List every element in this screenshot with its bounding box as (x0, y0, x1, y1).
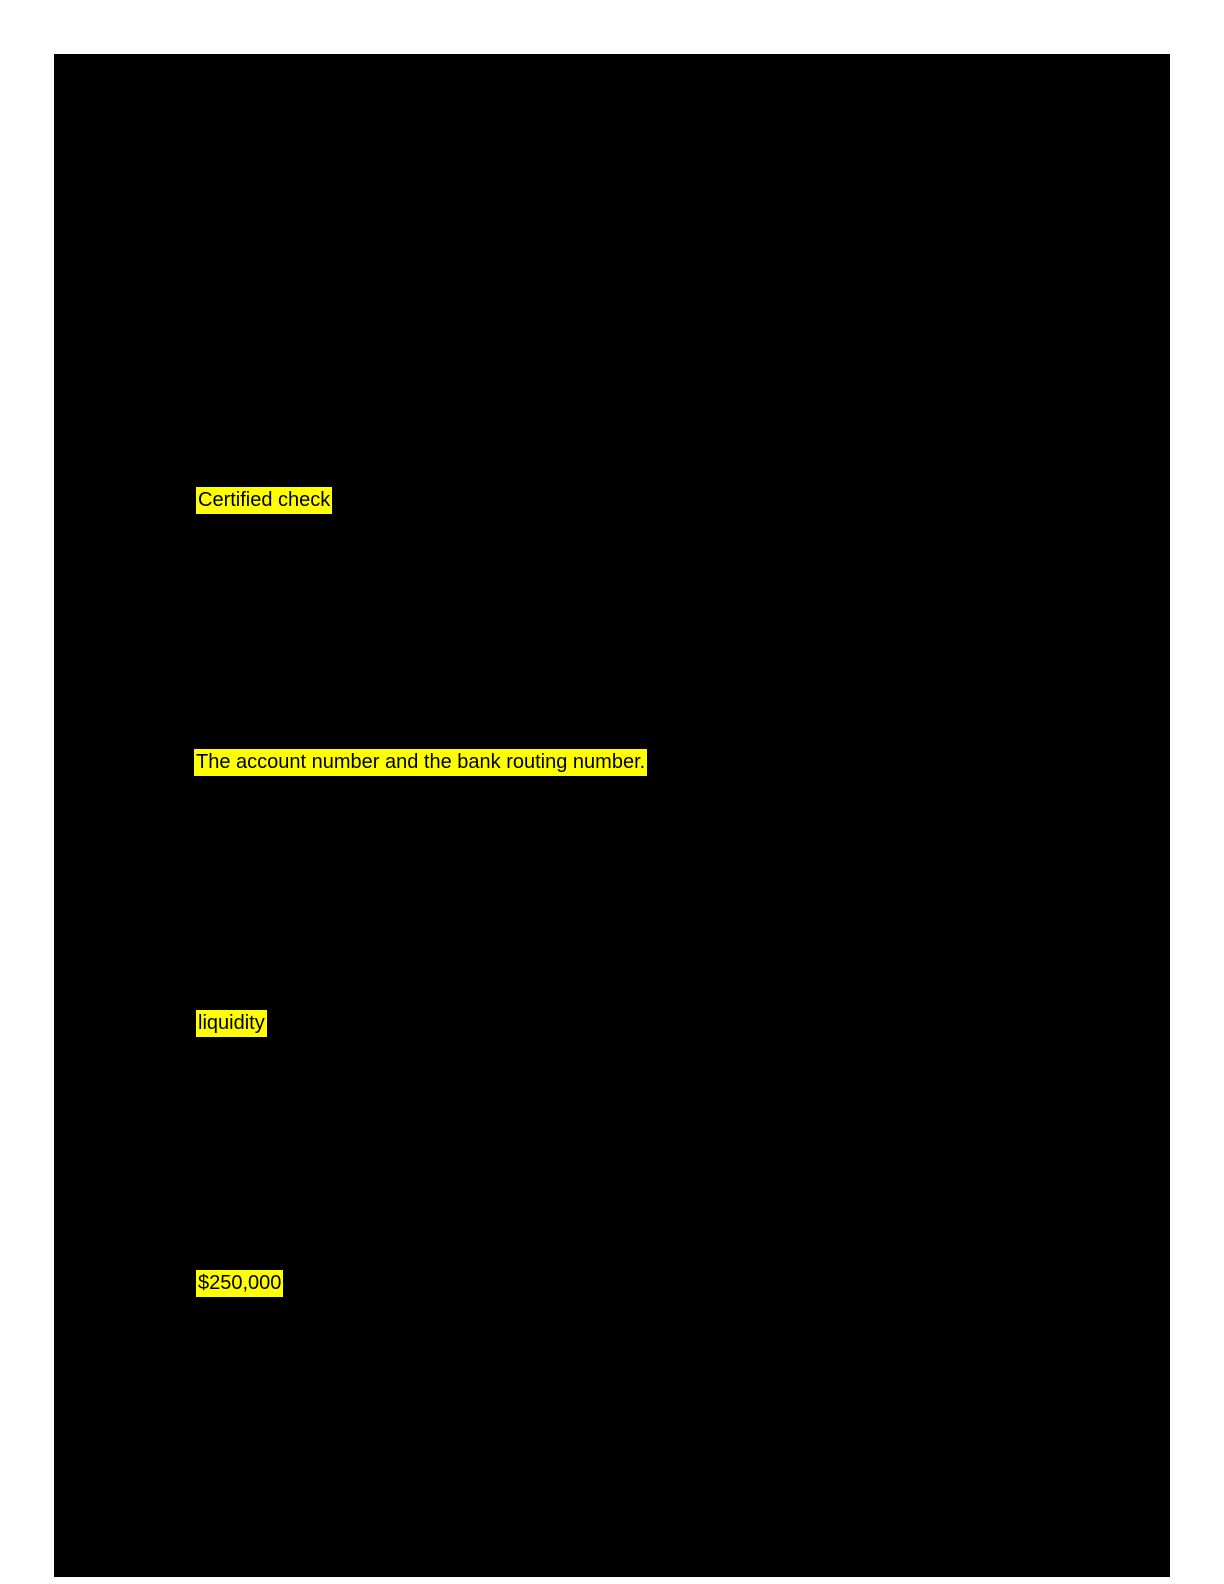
highlighted-answer-3: liquidity (196, 1010, 267, 1037)
highlighted-answer-4: $250,000 (196, 1270, 284, 1297)
highlighted-answer-1: Certified check (196, 487, 333, 514)
highlighted-answer-2: The account number and the bank routing … (194, 749, 648, 776)
blacked-out-page-content: Certified check The account number and t… (54, 54, 1170, 1577)
